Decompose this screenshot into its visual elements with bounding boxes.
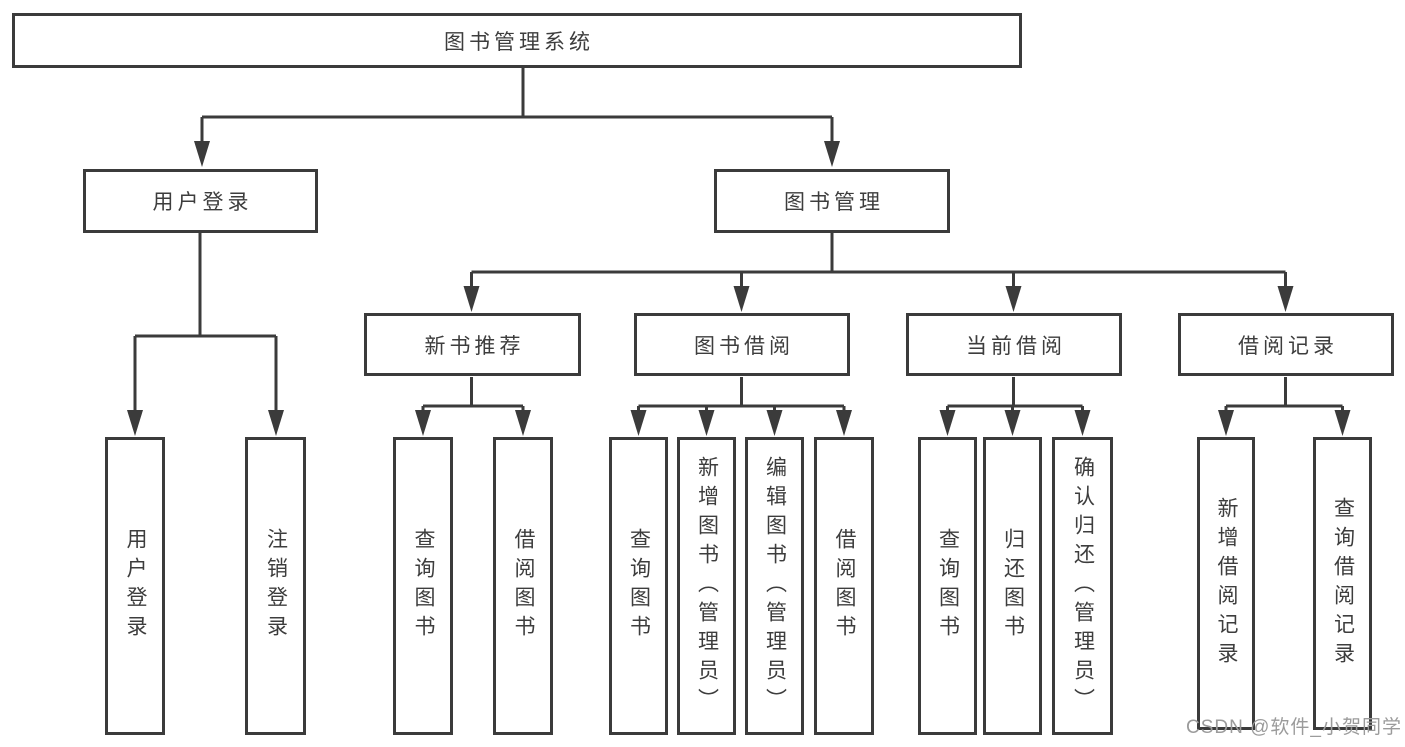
arrow-down-icon [939, 410, 956, 436]
connector-current-borrow-children [939, 377, 1091, 436]
arrow-down-icon [415, 410, 431, 436]
node-label: 图书借阅 [694, 334, 794, 358]
node-label: 借阅图书 [833, 528, 856, 644]
leaf-return-book: 归还图书 [983, 437, 1042, 735]
arrow-down-icon [630, 410, 647, 436]
node-label: 新书推荐 [424, 334, 525, 358]
node-label: 当前借阅 [966, 334, 1066, 358]
node-label: 借阅图书 [512, 528, 535, 644]
connector-borrow-records-children [1218, 377, 1351, 436]
arrow-down-icon [1004, 410, 1021, 436]
node-label: 查询图书 [627, 528, 651, 644]
leaf-add-book-admin: 新增图书（管理员） [677, 437, 736, 735]
leaf-query-book-recommend: 查询图书 [393, 437, 453, 735]
leaf-borrow-book-recommend: 借阅图书 [493, 437, 553, 735]
arrow-down-icon [1005, 286, 1022, 312]
connector-book-borrow-children [630, 377, 852, 436]
arrow-down-icon [836, 410, 852, 436]
connector-book-management-to-level2 [463, 233, 1294, 312]
leaf-logout: 注销登录 [245, 437, 306, 735]
node-book-management: 图书管理 [714, 169, 950, 233]
leaf-query-book-current: 查询图书 [918, 437, 977, 735]
leaf-query-borrow-record: 查询借阅记录 [1313, 437, 1372, 730]
node-new-book-recommend: 新书推荐 [364, 313, 581, 376]
node-label: 用户登录 [152, 191, 253, 214]
node-current-borrow: 当前借阅 [906, 313, 1122, 376]
arrow-down-icon [1218, 410, 1234, 436]
arrow-down-icon [1074, 410, 1091, 436]
arrow-down-icon [463, 286, 480, 312]
arrow-down-icon [1334, 410, 1351, 436]
arrow-down-icon [766, 410, 783, 436]
node-label: 图书管理 [784, 191, 884, 214]
arrow-down-icon [1277, 286, 1294, 312]
node-label: 编辑图书（管理员） [763, 455, 787, 717]
arrow-down-icon [733, 286, 750, 312]
node-label: 归还图书 [1001, 528, 1025, 644]
node-label: 新增借阅记录 [1215, 496, 1238, 671]
leaf-edit-book-admin: 编辑图书（管理员） [745, 437, 804, 735]
arrow-down-icon [824, 141, 840, 167]
node-label: 确认归还（管理员） [1071, 455, 1095, 717]
leaf-confirm-return-admin: 确认归还（管理员） [1052, 437, 1113, 735]
arrow-down-icon [194, 141, 210, 167]
node-borrow-records: 借阅记录 [1178, 313, 1394, 376]
leaf-add-borrow-record: 新增借阅记录 [1197, 437, 1255, 730]
csdn-watermark: CSDN @软件_小贺同学 [1186, 717, 1402, 738]
leaf-user-login: 用户登录 [105, 437, 165, 735]
connector-new-book-children [415, 377, 531, 436]
node-label: 图书管理系统 [444, 30, 594, 54]
arrow-down-icon [698, 410, 715, 436]
arrow-down-icon [268, 410, 284, 436]
leaf-query-book-borrow: 查询图书 [609, 437, 668, 735]
arrow-down-icon [127, 410, 143, 436]
node-label: 用户登录 [124, 528, 147, 644]
node-label: 新增图书（管理员） [695, 455, 719, 717]
node-label: 借阅记录 [1238, 334, 1338, 358]
node-book-borrow: 图书借阅 [634, 313, 850, 376]
node-library-system: 图书管理系统 [12, 13, 1022, 68]
arrow-down-icon [515, 410, 531, 436]
node-user-login: 用户登录 [83, 169, 318, 233]
connector-root-to-level1 [194, 68, 840, 167]
node-label: 查询图书 [936, 528, 960, 644]
node-label: 注销登录 [264, 528, 288, 644]
leaf-borrow-book: 借阅图书 [814, 437, 874, 735]
connector-user-login-children [127, 233, 284, 436]
node-label: 查询借阅记录 [1331, 496, 1355, 671]
node-label: 查询图书 [412, 528, 435, 644]
